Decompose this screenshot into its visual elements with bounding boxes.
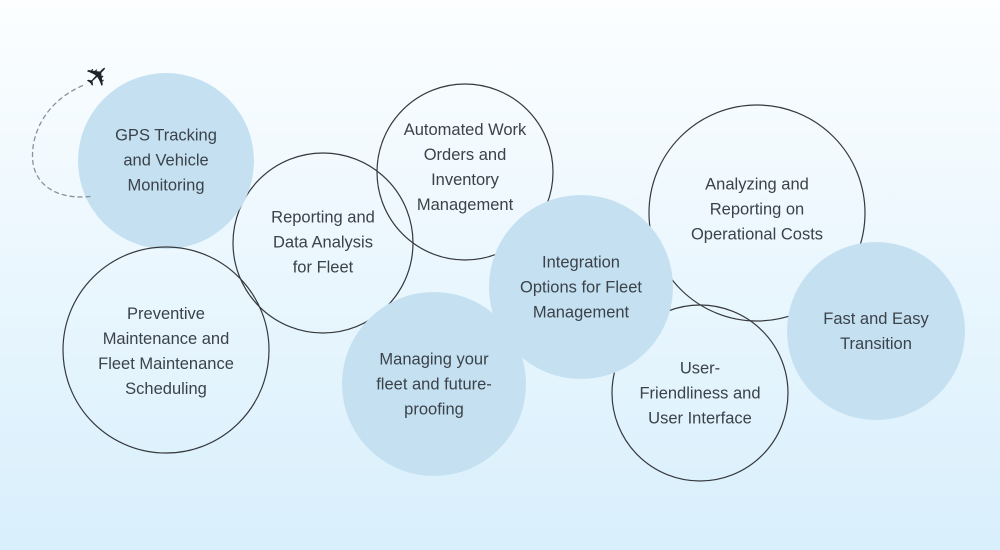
label-line: Management xyxy=(532,303,630,322)
bubble-preventive-maintenance-circle xyxy=(62,246,270,454)
label-line: Scheduling xyxy=(125,380,207,398)
bubble-integration-options-circle xyxy=(489,195,673,379)
bubble-user-friendliness-circle xyxy=(611,304,789,482)
label-line: and Vehicle xyxy=(123,151,209,170)
label-line: Reporting on xyxy=(709,200,805,219)
label-line: Transition xyxy=(840,335,912,353)
bubble-analyzing-operational-costs-circle xyxy=(648,104,866,322)
bubble-label-integration-options: Integration Options for Fleet Management xyxy=(520,251,642,326)
bubble-label-analyzing-operational-costs: Analyzing and Reporting on Operational C… xyxy=(691,173,823,248)
label-line: Managing your xyxy=(379,350,489,369)
label-line: Monitoring xyxy=(127,176,205,195)
bubble-label-reporting-data-analysis: Reporting and Data Analysis for Fleet xyxy=(271,206,375,281)
label-line: Reporting and xyxy=(271,208,375,227)
bubble-label-fast-easy-transition: Fast and Easy Transition xyxy=(823,307,928,357)
label-line: User Interface xyxy=(648,409,752,428)
label-line: Automated Work xyxy=(403,121,527,139)
bubble-fast-easy-transition-circle xyxy=(787,242,965,420)
label-line: Maintenance and xyxy=(102,330,230,348)
bubble-label-preventive-maintenance: Preventive Maintenance and Fleet Mainten… xyxy=(98,302,234,402)
label-line: Fleet Maintenance xyxy=(98,355,234,373)
label-line: Orders and xyxy=(423,146,507,164)
bubble-automated-work-orders-circle xyxy=(376,83,554,261)
bubble-label-user-friendliness: User- Friendliness and User Interface xyxy=(639,357,760,432)
label-line: Inventory xyxy=(431,171,499,189)
label-line: Preventive xyxy=(127,305,205,323)
label-line: fleet and future- xyxy=(376,375,492,394)
label-line: Data Analysis xyxy=(273,233,373,252)
bubble-label-gps-tracking: GPS Tracking and Vehicle Monitoring xyxy=(115,124,217,199)
bubble-managing-fleet-circle xyxy=(342,292,526,476)
label-line: for Fleet xyxy=(292,258,354,277)
airplane-trail-path xyxy=(31,84,91,198)
label-line: Friendliness and xyxy=(639,384,761,403)
label-line: Operational Costs xyxy=(690,225,824,244)
bubble-label-automated-work-orders: Automated Work Orders and Inventory Mana… xyxy=(404,118,527,218)
bubble-gps-tracking-circle xyxy=(78,73,254,249)
label-line: Management xyxy=(416,196,514,214)
label-line: GPS Tracking xyxy=(115,126,217,145)
label-line: Analyzing and xyxy=(705,175,809,194)
label-line: Fast and Easy xyxy=(823,310,929,328)
label-line: Integration xyxy=(542,253,620,272)
bubble-label-managing-fleet: Managing your fleet and future- proofing xyxy=(376,348,492,423)
label-line: Options for Fleet xyxy=(520,278,642,297)
label-line: proofing xyxy=(404,400,464,419)
label-line: User- xyxy=(679,359,721,378)
